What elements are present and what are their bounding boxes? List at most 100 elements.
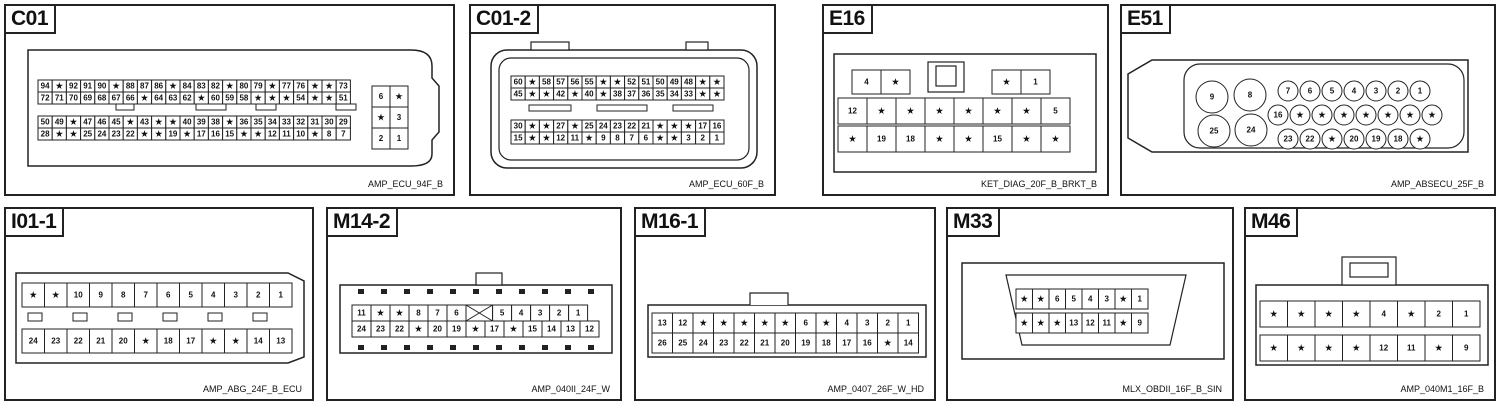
pin-cell: 8 xyxy=(321,127,337,141)
pin-label: 8 xyxy=(416,309,421,318)
pin-label: 51 xyxy=(641,78,650,87)
pin-label: ★ xyxy=(965,135,973,144)
pin-cell: 55 xyxy=(581,75,597,89)
pin-label: 12 xyxy=(1086,319,1095,328)
connector-title: M14-2 xyxy=(328,209,399,237)
pin-cell: 1 xyxy=(1020,69,1051,95)
pin-label: 6 xyxy=(804,319,809,328)
pin-cell: 18 xyxy=(1387,128,1409,150)
pin-cell: 11 xyxy=(351,304,372,322)
pin-label: 23 xyxy=(112,130,121,139)
pin-cell: 63 xyxy=(165,91,181,105)
pin-label: ★ xyxy=(1021,295,1029,304)
pin-cell: ★ xyxy=(51,127,67,141)
pin-cell: ★ xyxy=(1333,104,1355,126)
pin-label: 4 xyxy=(845,319,850,328)
pin-cell: 1 xyxy=(1452,300,1481,328)
pin-label: 24 xyxy=(357,325,366,334)
pin-label: 3 xyxy=(397,113,402,122)
pin-cell: 31 xyxy=(307,115,323,129)
latch-tab xyxy=(542,289,548,294)
pin-label: ★ xyxy=(1296,111,1304,120)
pin-label: 25 xyxy=(1210,127,1219,136)
pin-label: ★ xyxy=(1416,135,1424,144)
pin-cell: 23 xyxy=(44,328,68,354)
pin-cell: ★ xyxy=(1015,312,1033,334)
pin-cell: 2 xyxy=(1424,300,1453,328)
pin-cell: 60 xyxy=(510,75,526,89)
pin-label: 12 xyxy=(678,319,687,328)
pin-label: 19 xyxy=(452,325,461,334)
pin-cell: 14 xyxy=(246,328,270,354)
pin-cell: 3 xyxy=(856,312,878,334)
pin-label: ★ xyxy=(1120,319,1128,328)
pin-label: 4 xyxy=(1088,295,1093,304)
pin-label: 34 xyxy=(268,118,277,127)
pin-label: 12 xyxy=(848,107,857,116)
pin-cell: 20 xyxy=(774,332,796,354)
pin-cell: ★ xyxy=(1424,334,1453,362)
pin-cell: ★ xyxy=(877,332,899,354)
pin-label: ★ xyxy=(529,90,537,99)
pin-label: ★ xyxy=(878,107,886,116)
pin-cell: ★ xyxy=(321,79,337,93)
pin-cell: 5 xyxy=(1040,97,1071,125)
pin-cell: 80 xyxy=(236,79,252,93)
pin-label: 19 xyxy=(877,135,886,144)
pin-cell: ★ xyxy=(652,131,668,145)
pin-label: 56 xyxy=(570,78,579,87)
pin-label: 9 xyxy=(1138,319,1143,328)
pin-label: 18 xyxy=(906,135,915,144)
pin-label: ★ xyxy=(184,130,192,139)
pin-cell: ★ xyxy=(713,312,735,334)
pin-cell: 19 xyxy=(1365,128,1387,150)
pin-label: 94 xyxy=(41,82,50,91)
pin-cell: ★ xyxy=(666,119,682,133)
pin-label: 1 xyxy=(1418,87,1423,96)
pin-cell: ★ xyxy=(307,79,323,93)
pin-cell: 1 xyxy=(709,131,725,145)
pin-cell: 88 xyxy=(122,79,138,93)
connector-code: AMP_ABSECU_25F_B xyxy=(1390,179,1484,189)
pin-cell: 12 xyxy=(1369,334,1398,362)
pin-label: 7 xyxy=(1286,87,1291,96)
pin-label: 13 xyxy=(658,319,667,328)
pin-cell: 36 xyxy=(638,87,654,101)
pin-cell: ★ xyxy=(880,69,911,95)
pin-cell: 7 xyxy=(335,127,351,141)
pin-cell: 79 xyxy=(250,79,266,93)
pin-cell: ★ xyxy=(895,97,926,125)
pin-label: ★ xyxy=(823,319,831,328)
pin-label: 17 xyxy=(842,339,851,348)
pin-cell: 7 xyxy=(1277,80,1299,102)
pin-cell: 22 xyxy=(624,119,640,133)
pin-label: 3 xyxy=(1374,87,1379,96)
pin-cell: 9 xyxy=(89,282,113,308)
pin-cell: 8 xyxy=(609,131,626,145)
pin-label: ★ xyxy=(741,319,749,328)
pin-cell: 17 xyxy=(695,119,711,133)
pin-cell: 15 xyxy=(522,320,543,338)
pin-cell: 58 xyxy=(236,91,252,105)
pin-label: 24 xyxy=(97,130,106,139)
pin-cell: 49 xyxy=(666,75,682,89)
pin-cell: ★ xyxy=(1311,104,1333,126)
pin-label: ★ xyxy=(1037,319,1045,328)
pin-cell: 19 xyxy=(866,125,897,153)
pin-label: 9 xyxy=(1210,93,1215,102)
pin-cell: 6 xyxy=(795,312,817,334)
pin-cell: ★ xyxy=(1032,312,1050,334)
pin-label: ★ xyxy=(70,118,78,127)
pin-label: 4 xyxy=(211,291,216,300)
pin-cell: 5 xyxy=(1321,80,1343,102)
pin-label: ★ xyxy=(283,94,291,103)
pin-label: 3 xyxy=(1105,295,1110,304)
pin-cell: ★ xyxy=(1399,104,1421,126)
pin-cell: ★ xyxy=(51,79,67,93)
pin-label: 13 xyxy=(1069,319,1078,328)
